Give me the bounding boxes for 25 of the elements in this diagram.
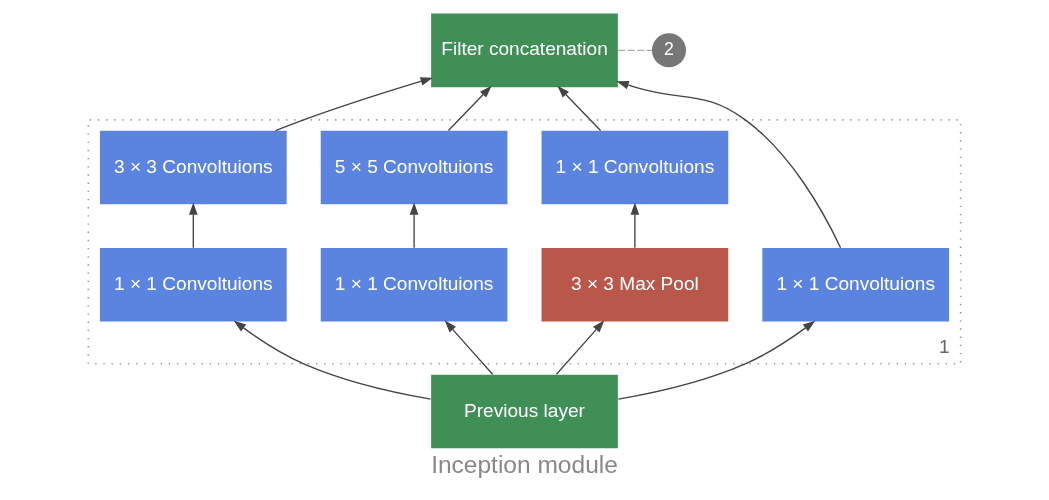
cluster — [87, 119, 962, 365]
arrow — [555, 320, 605, 375]
arrow — [274, 77, 433, 132]
arrow — [444, 320, 494, 375]
connector — [617, 49, 653, 51]
node-box: Previous layer — [431, 374, 618, 449]
arrow — [447, 85, 492, 132]
arrow — [557, 85, 602, 132]
caption: Inception module — [431, 451, 618, 479]
node-box: 3 × 3 Max Pool — [541, 247, 729, 322]
arrow — [617, 320, 816, 400]
arrow — [616, 80, 842, 249]
node-circle: 2 — [651, 33, 686, 68]
node-box: 5 × 5 Convoltuions — [320, 130, 508, 205]
node-box: 1 × 1 Convoltuions — [320, 247, 508, 322]
arrow — [233, 320, 432, 400]
node-box: 1 × 1 Convoltuions — [541, 130, 729, 205]
arrow — [630, 202, 640, 249]
node-label: 1 — [938, 336, 950, 358]
arrow — [409, 202, 419, 249]
arrow — [189, 202, 198, 249]
node-box: 1 × 1 Convoltuions — [762, 247, 950, 322]
node-box: 3 × 3 Convoltuions — [99, 130, 287, 205]
node-box: 1 × 1 Convoltuions — [99, 247, 287, 322]
node-box: Filter concatenation — [431, 13, 618, 88]
